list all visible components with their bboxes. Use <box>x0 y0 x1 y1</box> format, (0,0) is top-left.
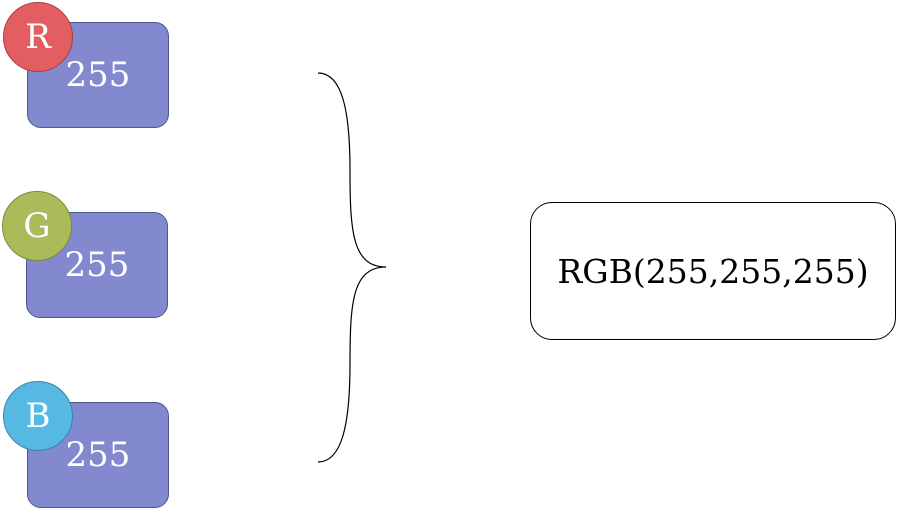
blue-channel-badge: B <box>3 381 73 451</box>
red-value-box: 255 <box>27 22 169 128</box>
green-value: 255 <box>64 245 130 285</box>
green-channel-letter: G <box>23 206 51 246</box>
rgb-result-label: RGB(255,255,255) <box>557 251 869 291</box>
blue-value: 255 <box>65 435 131 475</box>
green-channel-badge: G <box>2 191 72 261</box>
curly-brace-path <box>317 72 387 463</box>
rgb-result-box: RGB(255,255,255) <box>530 202 896 340</box>
red-channel-letter: R <box>25 17 51 57</box>
red-channel-badge: R <box>3 2 73 72</box>
red-value: 255 <box>65 55 131 95</box>
curly-brace <box>317 72 387 463</box>
green-value-box: 255 <box>26 212 168 318</box>
blue-channel-letter: B <box>25 396 51 436</box>
